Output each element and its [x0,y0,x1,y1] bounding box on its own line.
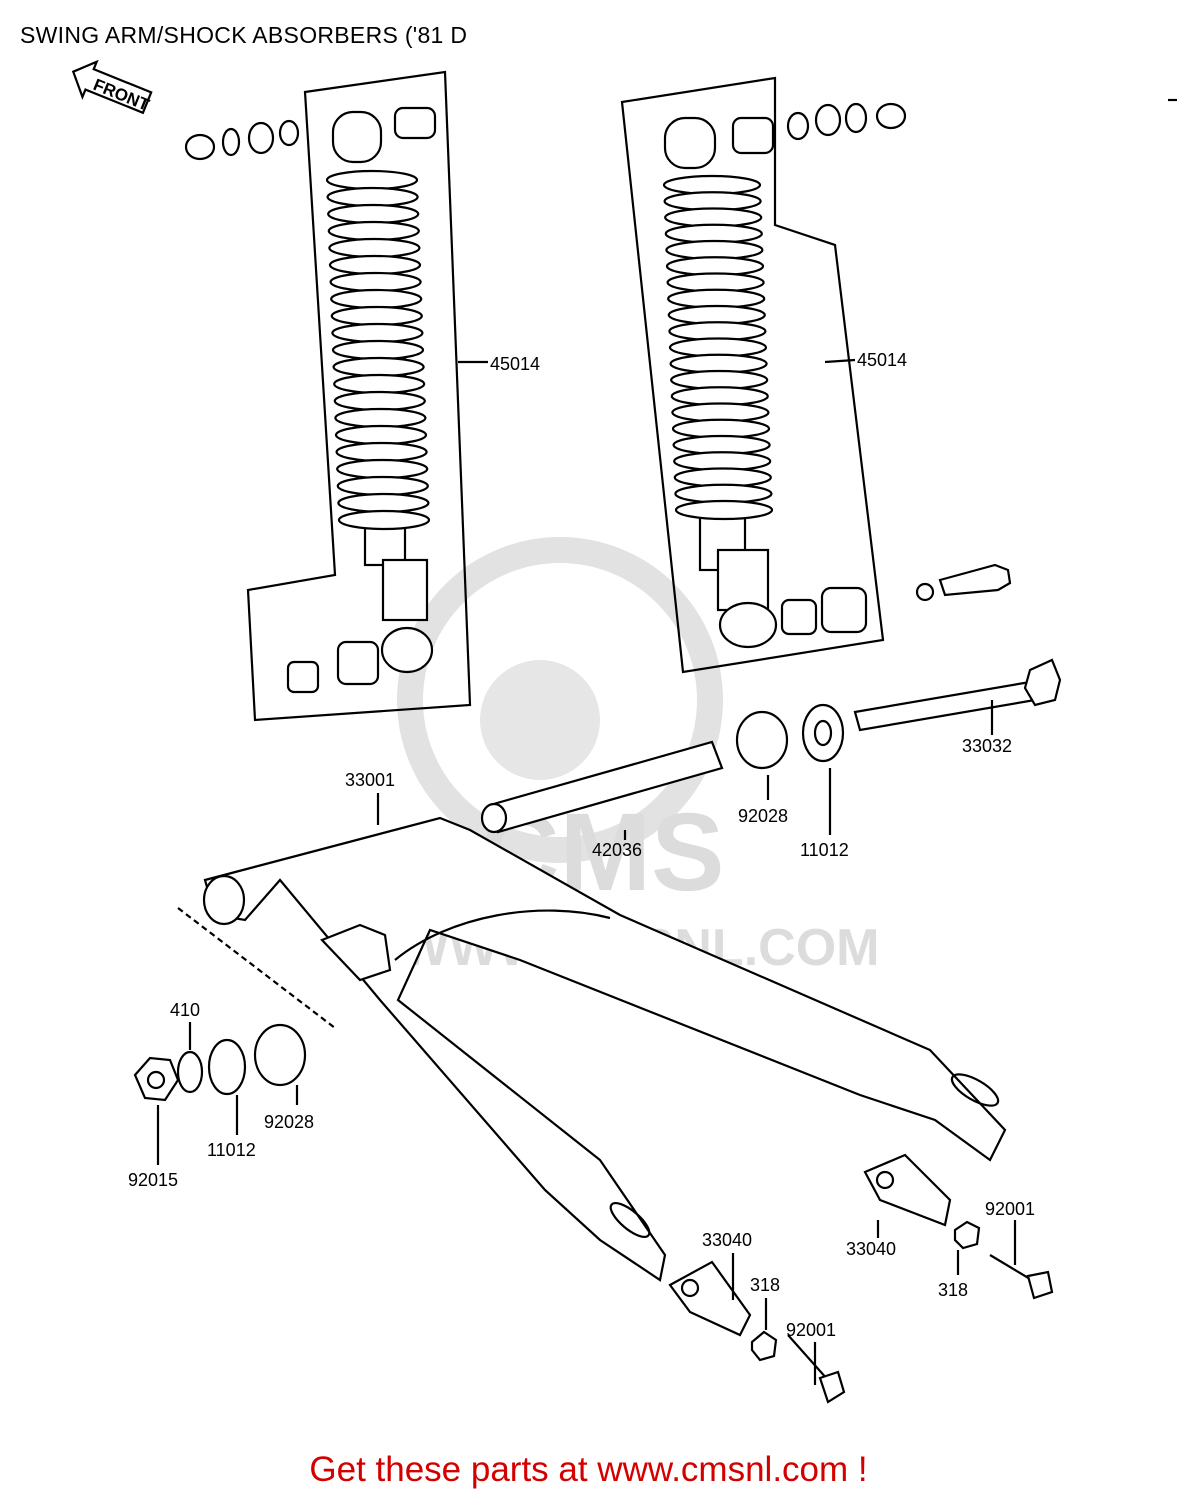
label-bushing-right: 92028 [738,806,788,826]
label-shock-left: 45014 [490,354,540,374]
spring-coil [332,356,425,378]
label-bolt-left: 92001 [786,1320,836,1340]
pivot-dash-line [177,907,336,1029]
spring-coil [336,458,429,480]
label-seal-left: 11012 [207,1140,256,1160]
shock-left-boundary [246,70,472,722]
label-nut-left: 318 [750,1275,780,1295]
spring-coil [334,407,427,429]
spring-coil [327,220,420,242]
shock-left-icon [286,106,437,694]
page-title: SWING ARM/SHOCK ABSORBERS ('81 D [20,22,468,48]
spring-coil [334,424,428,446]
spring-coil [328,237,421,259]
shock-right-icon [662,116,868,649]
shock-bolt-icon [938,563,1012,597]
pivot-nut-icon [133,1056,180,1102]
adjuster-left-icon [668,1260,752,1337]
label-pivot-tube: 42036 [592,840,642,860]
nut-right-icon [953,1220,981,1250]
nut-left-icon [750,1330,778,1362]
spring-coil [337,492,430,514]
label-axle-bolt: 33032 [962,736,1012,756]
spring-coil [331,339,425,361]
label-adjuster-right: 33040 [846,1239,896,1259]
bolt-right-icon [989,1254,1054,1300]
spring-coil [330,288,423,310]
shock-right-washers-icon [786,102,907,141]
bushing-left-icon [253,1023,307,1087]
adjuster-right-icon [863,1153,952,1227]
leader-lines [156,358,1017,1385]
label-seal-right: 11012 [800,840,849,860]
shock-left-washers-icon [184,119,300,161]
label-adjuster-left: 33040 [702,1230,752,1250]
spring-coil [331,322,424,344]
swingarm-icon [202,816,1007,1282]
label-nut-right: 318 [938,1280,968,1300]
seal-left-icon [207,1038,247,1096]
label-swingarm: 33001 [345,770,395,790]
spring-coil [330,305,423,327]
spring-coil [337,509,431,531]
label-bushing-left: 92028 [264,1112,314,1132]
footer-link[interactable]: Get these parts at www.cmsnl.com ! [309,1450,868,1489]
shock-right-boundary [620,76,885,674]
spring-coil [327,203,420,225]
bolt-left-icon [787,1334,846,1404]
front-arrow-icon: FRONT [71,59,153,115]
label-washer: 410 [170,1000,200,1020]
label-shock-right: 45014 [857,350,907,370]
axle-bolt-icon [853,658,1062,732]
bushing-right-icon [735,710,789,770]
spring-coil [329,271,422,293]
label-bolt-right: 92001 [985,1199,1035,1219]
washer-icon [176,1050,204,1094]
seal-right-icon [801,703,845,763]
spring-coil [333,373,426,395]
spring-coil [325,169,419,191]
spring-coil [333,390,426,412]
spring-coil [328,254,422,276]
spring-coil [335,441,428,463]
spring-coil [326,186,419,208]
spring-coil [336,475,429,497]
label-pivot-nut: 92015 [128,1170,178,1190]
spring-coil [674,499,774,521]
